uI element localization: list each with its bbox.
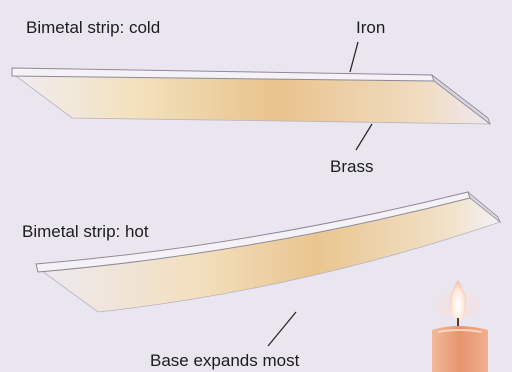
iron-label: Iron <box>356 18 385 37</box>
iron-pointer <box>350 42 358 72</box>
brass-pointer <box>356 124 372 150</box>
cold-strip <box>12 68 490 124</box>
base-expands-label: Base expands most <box>150 351 300 370</box>
candle-icon <box>432 280 488 372</box>
hot-brass-layer <box>38 196 500 312</box>
hot-strip <box>36 192 500 312</box>
cold-strip-title: Bimetal strip: cold <box>26 18 160 37</box>
brass-label: Brass <box>330 157 373 176</box>
hot-strip-title: Bimetal strip: hot <box>22 222 149 241</box>
base-pointer <box>268 312 296 346</box>
